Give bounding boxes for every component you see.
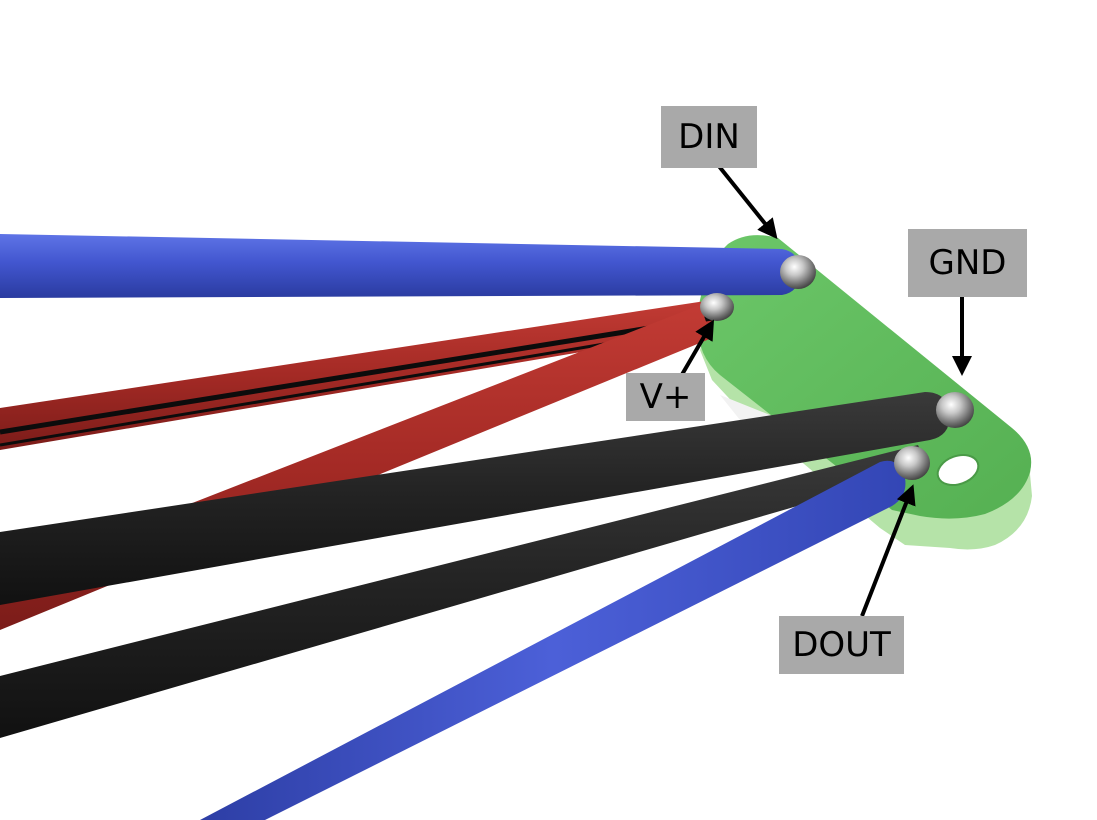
label-din: DIN [661, 106, 757, 168]
solder-pad-gnd [936, 392, 974, 428]
arrow-dout [860, 484, 916, 617]
arrow-vplus [678, 319, 715, 380]
wire-black-2 [0, 445, 928, 738]
wire-blue-din [0, 234, 800, 298]
arrow-din [716, 163, 778, 240]
wire-blue-dout [200, 460, 906, 820]
label-v-plus: V+ [626, 373, 705, 421]
wire-black-1 [0, 392, 950, 605]
mounting-hole [936, 454, 980, 486]
solder-pad-din [780, 255, 816, 289]
wire-red-1-stripe [0, 315, 713, 435]
label-gnd: GND [908, 229, 1027, 297]
solder-pad-dout [894, 446, 930, 480]
solder-pad-vplus [700, 293, 734, 321]
pcb-board [697, 235, 1032, 519]
label-dout: DOUT [779, 616, 904, 674]
wire-red-2-stripe [0, 324, 713, 447]
